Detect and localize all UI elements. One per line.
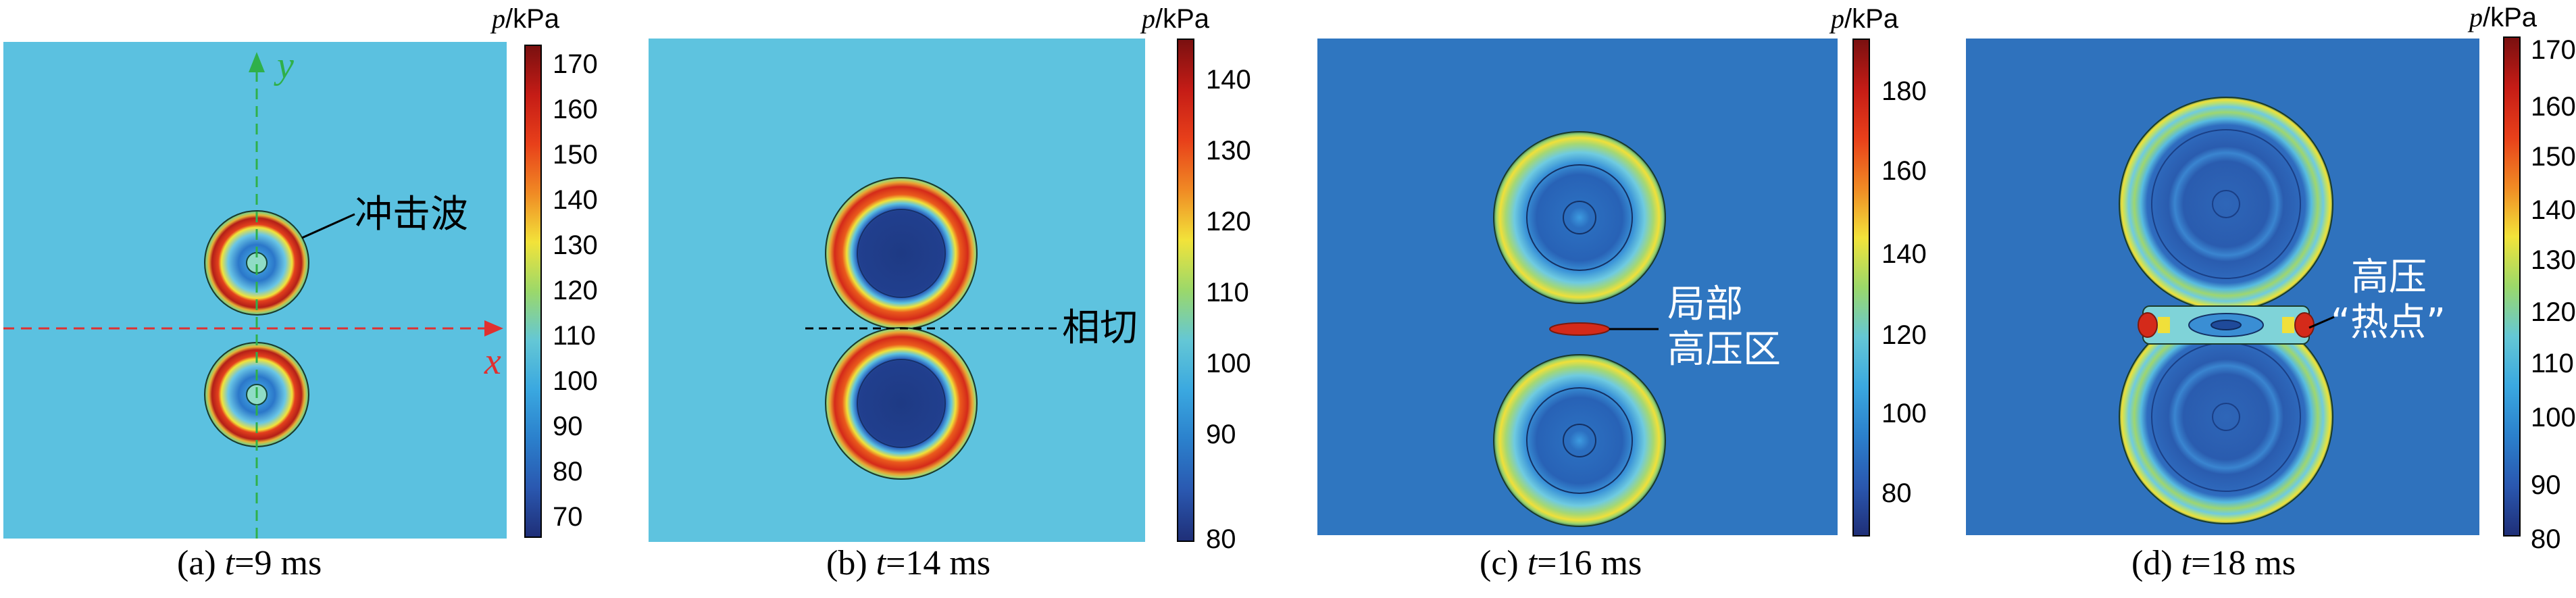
tick-label: 100 xyxy=(1206,349,1251,378)
caption-d: (d) t=18 ms xyxy=(2131,544,2296,582)
pressure-field-plot-b: 相切 xyxy=(649,39,1145,542)
tick-label: 170 xyxy=(2531,35,2576,65)
tick-label: 140 xyxy=(553,185,598,215)
annotation-line: 局部 xyxy=(1667,282,1743,326)
tick-label: 170 xyxy=(553,49,598,79)
pressure-field-svg-d xyxy=(2119,97,2335,524)
pressure-field-plot-d: 高压 “热点” xyxy=(1966,39,2479,535)
tick-label: 160 xyxy=(1882,156,1927,186)
tick-label: 150 xyxy=(553,140,598,170)
hot-spot-right xyxy=(2294,312,2315,338)
tick-label: 120 xyxy=(1206,207,1251,236)
tick-label: 100 xyxy=(553,366,598,396)
bubble-upper-a xyxy=(204,210,309,316)
local-high-pressure-zone xyxy=(1549,322,1610,336)
tick-label: 110 xyxy=(2531,349,2574,378)
tick-label: 110 xyxy=(553,321,596,351)
bubble-upper-b xyxy=(825,177,978,330)
pressure-field-plot-a: x y 冲击波 xyxy=(3,42,507,539)
tick-label: 140 xyxy=(1882,239,1927,269)
shockwave-annotation: 冲击波 xyxy=(355,193,468,236)
tick-label: 160 xyxy=(553,95,598,124)
colorbar-title-b: p/kPa xyxy=(1142,3,1210,34)
hot-spot-annotation: 高压 “热点” xyxy=(2331,255,2446,345)
tick-label: 80 xyxy=(553,457,583,487)
tick-label: 160 xyxy=(2531,92,2576,122)
colorbar-title-c: p/kPa xyxy=(1831,3,1899,34)
pressure-field-plot-c: 局部 高压区 xyxy=(1317,39,1838,535)
tick-label: 130 xyxy=(1206,136,1251,166)
panel-a: x y 冲击波 p/kPa 170 160 150 140 130 120 11… xyxy=(0,0,598,598)
x-axis-arrow xyxy=(484,320,503,337)
tick-label: 150 xyxy=(2531,142,2576,172)
local-high-pressure-annotation: 局部 高压区 xyxy=(1667,282,1781,372)
caption-c: (c) t=16 ms xyxy=(1480,544,1642,582)
tick-label: 90 xyxy=(553,412,583,441)
tick-label: 70 xyxy=(553,502,583,532)
bubble-upper-c xyxy=(1493,131,1666,304)
tangent-annotation: 相切 xyxy=(1062,306,1138,350)
tick-label: 80 xyxy=(2531,524,2561,554)
tick-label: 120 xyxy=(2531,297,2576,327)
collision-zone-d xyxy=(2138,305,2315,345)
tick-label: 130 xyxy=(553,230,598,260)
tick-label: 110 xyxy=(1206,278,1249,307)
colorbar-b xyxy=(1177,39,1194,542)
bubble-lower-c xyxy=(1493,354,1666,527)
hot-spot-leader-line xyxy=(2308,316,2335,329)
tick-label: 100 xyxy=(2531,403,2576,432)
annotation-line: “热点” xyxy=(2331,301,2446,345)
tick-label: 80 xyxy=(1882,478,1912,508)
caption-b: (b) t=14 ms xyxy=(826,544,991,582)
colorbar-title-d: p/kPa xyxy=(2469,2,2537,32)
bubble-lower-b xyxy=(825,327,978,480)
tick-label: 90 xyxy=(1206,420,1236,449)
shockwave-leader-line xyxy=(301,213,355,239)
pressure-field-svg-c xyxy=(1493,131,1666,527)
panel-b: 相切 p/kPa 140 130 120 110 100 90 80 (b) t… xyxy=(645,0,1253,598)
colorbar-d xyxy=(2503,36,2521,537)
annotation-line: 高压 xyxy=(2351,255,2427,299)
tick-label: 80 xyxy=(1206,524,1236,554)
tick-label: 100 xyxy=(1882,399,1927,428)
pressure-field-svg-a xyxy=(3,52,503,539)
colorbar-c xyxy=(1852,39,1870,537)
pressure-field-svg-b xyxy=(805,177,1061,480)
tick-label: 140 xyxy=(2531,195,2576,225)
colorbar-title-a: p/kPa xyxy=(492,3,560,34)
tick-label: 120 xyxy=(1882,320,1927,350)
y-axis-label: y xyxy=(277,45,294,86)
tick-label: 90 xyxy=(2531,470,2561,500)
hot-spot-left xyxy=(2138,312,2158,338)
bubble-upper-d xyxy=(2119,97,2333,312)
panel-c: 局部 高压区 p/kPa 180 160 140 120 100 80 (c) … xyxy=(1317,0,1927,598)
tick-label: 120 xyxy=(553,276,598,305)
tick-label: 130 xyxy=(2531,245,2576,275)
annotation-line: 高压区 xyxy=(1667,328,1781,372)
caption-a: (a) t=9 ms xyxy=(177,544,322,582)
colorbar-a xyxy=(524,45,542,538)
x-axis-label: x xyxy=(484,341,501,382)
y-axis-arrow xyxy=(249,52,265,72)
tick-label: 140 xyxy=(1206,65,1251,95)
tick-label: 180 xyxy=(1882,76,1927,106)
panel-d: 高压 “热点” p/kPa 170 160 150 140 130 120 11… xyxy=(1966,0,2576,598)
